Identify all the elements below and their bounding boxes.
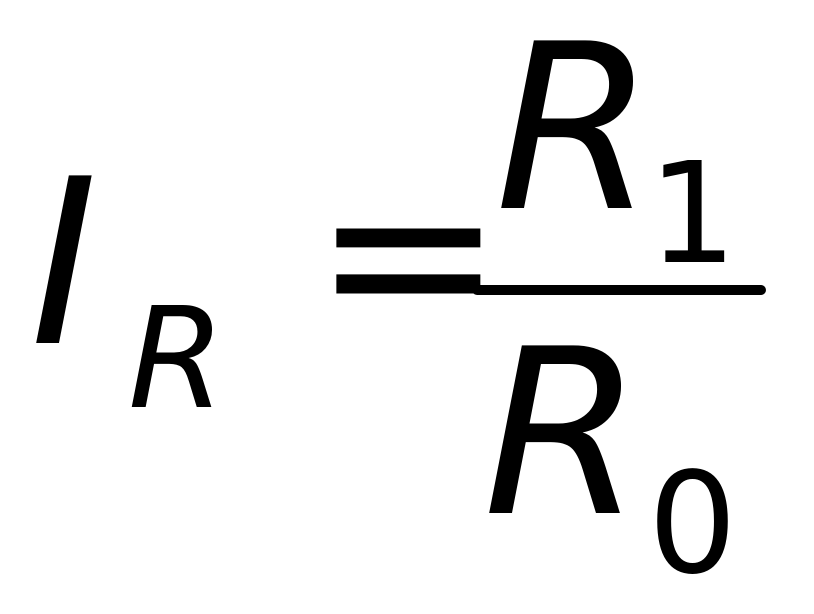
denominator-subscript: 0 xyxy=(648,443,738,606)
equals-sign: = xyxy=(312,121,505,388)
fraction-bar xyxy=(472,285,766,295)
denominator-symbol: R xyxy=(483,301,643,568)
numerator-symbol: R xyxy=(495,0,655,263)
numerator-subscript: 1 xyxy=(648,133,738,296)
lhs-subscript: R xyxy=(128,278,226,441)
lhs-symbol: I xyxy=(30,131,98,398)
